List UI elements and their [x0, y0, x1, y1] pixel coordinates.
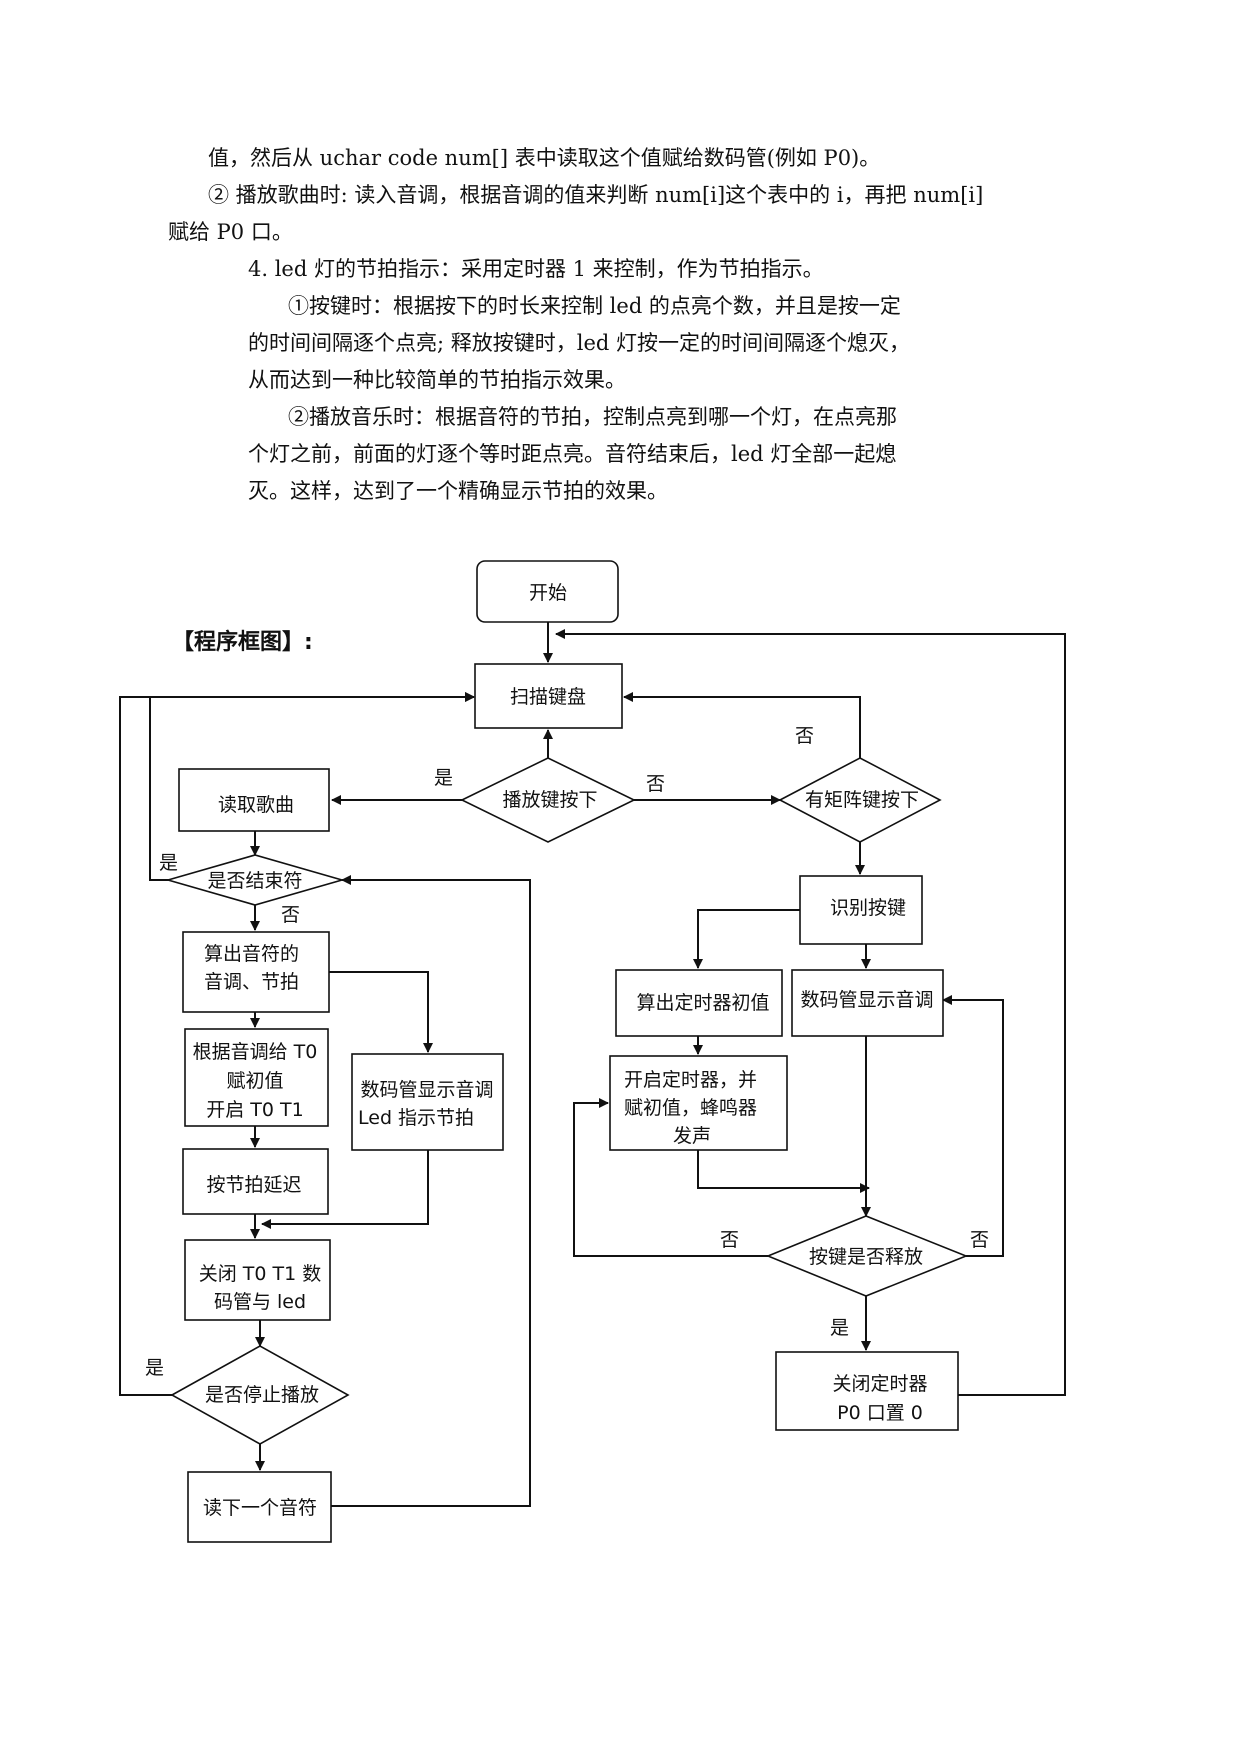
stop-playing-label: 是否停止播放: [205, 1384, 319, 1406]
close-timer-line-2: P0 口置 0: [837, 1402, 923, 1424]
arrow-released-no-right: [942, 995, 1004, 1257]
label-no-released-left: 否: [720, 1229, 739, 1251]
stop-playing-decision: 是否停止播放: [170, 1345, 350, 1445]
read-next-note-box: 读下一个音符: [187, 1471, 332, 1543]
calc-timer-init-box: 算出定时器初值: [615, 969, 783, 1037]
label-yes-play: 是: [434, 767, 453, 789]
text-line-5: ①按键时：根据按下的时长来控制 led 的点亮个数，并且是按一定: [288, 294, 901, 318]
read-song-box: 读取歌曲: [178, 768, 330, 832]
start-timer-line-2: 赋初值，蜂鸣器: [624, 1097, 757, 1119]
key-released-label: 按键是否释放: [809, 1246, 923, 1268]
close-t0-t1-line-2: 码管与 led: [214, 1291, 306, 1313]
text-line-6: 的时间间隔逐个点亮; 释放按键时，led 灯按一定的时间间隔逐个熄灭，: [248, 331, 911, 355]
start-timer-box: 开启定时器，并 赋初值，蜂鸣器 发声: [609, 1055, 788, 1151]
start-node: 开始: [476, 560, 619, 623]
display-tone-left-box: 数码管显示音调 Led 指示节拍: [351, 1053, 504, 1151]
text-line-10: 灭。这样，达到了一个精确显示节拍的效果。: [248, 479, 668, 503]
label-yes-end-marker: 是: [159, 852, 178, 874]
text-line-3: 赋给 P0 口。: [168, 220, 293, 244]
label-no-matrix: 否: [795, 725, 814, 747]
key-released-decision: 按键是否释放: [765, 1215, 969, 1297]
end-marker-label: 是否结束符: [207, 870, 302, 892]
identify-key-box: 识别按键: [799, 875, 923, 945]
text-line-8: ②播放音乐时：根据音符的节拍，控制点亮到哪一个灯，在点亮那: [288, 405, 897, 429]
arrow-close-timer-to-scan: [555, 629, 1066, 1396]
delay-by-beat-box: 按节拍延迟: [182, 1148, 329, 1215]
text-line-2: ② 播放歌曲时: 读入音调，根据音调的值来判断 num[i]这个表中的 i，再把…: [208, 183, 984, 207]
arrow-start-timer-to-merge: [697, 1150, 870, 1193]
delay-by-beat-label: 按节拍延迟: [206, 1174, 301, 1196]
calc-timer-init-label: 算出定时器初值: [636, 992, 769, 1014]
text-line-4: 4. led 灯的节拍指示：采用定时器 1 来控制，作为节拍指示。: [248, 257, 824, 281]
identify-key-label: 识别按键: [830, 897, 906, 919]
display-tone-right-box: 数码管显示音调: [791, 969, 944, 1037]
arrow-released-no-left: [573, 1098, 768, 1257]
close-t0-t1-box: 关闭 T0 T1 数 码管与 led: [184, 1239, 331, 1321]
scan-keyboard-label: 扫描键盘: [510, 686, 586, 708]
label-no-play: 否: [646, 773, 665, 795]
arrow-display-left-to-close: [261, 1150, 429, 1229]
read-song-label: 读取歌曲: [218, 794, 294, 816]
start-timer-line-1: 开启定时器，并: [624, 1069, 757, 1091]
label-yes-released: 是: [830, 1317, 849, 1339]
end-marker-decision: 是否结束符: [165, 854, 345, 906]
play-key-decision: 播放键按下: [460, 757, 636, 843]
display-tone-right-label: 数码管显示音调: [800, 989, 933, 1011]
set-t0-box: 根据音调给 T0 赋初值 开启 T0 T1: [184, 1028, 329, 1127]
close-timer-line-1: 关闭定时器: [832, 1373, 927, 1395]
label-no-end-marker: 否: [281, 904, 300, 926]
set-t0-line-3: 开启 T0 T1: [206, 1099, 303, 1121]
read-next-note-label: 读下一个音符: [203, 1497, 317, 1519]
text-line-9: 个灯之前，前面的灯逐个等时距点亮。音符结束后，led 灯全部一起熄: [248, 442, 897, 466]
set-t0-line-1: 根据音调给 T0: [193, 1041, 318, 1063]
section-heading: 【程序框图】:: [172, 630, 313, 655]
display-tone-left-line-1: 数码管显示音调: [360, 1079, 493, 1101]
label-yes-stop: 是: [145, 1357, 164, 1379]
close-timer-box: 关闭定时器 P0 口置 0: [775, 1351, 959, 1431]
text-line-7: 从而达到一种比较简单的节拍指示效果。: [248, 368, 626, 392]
connectors: [119, 622, 1066, 1507]
calc-note-line-2: 音调、节拍: [204, 971, 299, 993]
start-timer-line-3: 发声: [673, 1125, 711, 1147]
label-no-released-right: 否: [970, 1229, 989, 1251]
arrow-stop-yes-to-scan: [119, 692, 475, 1396]
close-t0-t1-line-1: 关闭 T0 T1 数: [199, 1263, 322, 1285]
scan-keyboard-box: 扫描键盘: [474, 663, 623, 729]
arrow-read-next-to-end-check: [331, 875, 531, 1507]
matrix-key-label: 有矩阵键按下: [805, 789, 919, 811]
arrow-matrix-no-to-scan: [623, 692, 861, 758]
set-t0-line-2: 赋初值: [226, 1070, 283, 1092]
calc-note-box: 算出音符的 音调、节拍: [182, 931, 330, 1013]
play-key-label: 播放键按下: [502, 789, 597, 811]
calc-note-line-1: 算出音符的: [204, 943, 299, 965]
arrow-identify-to-calc-timer: [693, 909, 800, 969]
start-label: 开始: [529, 582, 567, 604]
display-tone-left-line-2: Led 指示节拍: [358, 1107, 474, 1129]
arrow-calc-to-display-left: [329, 971, 433, 1053]
text-line-1: 值，然后从 uchar code num[] 表中读取这个值赋给数码管(例如 P…: [208, 146, 881, 170]
matrix-key-decision: 有矩阵键按下: [778, 757, 942, 843]
